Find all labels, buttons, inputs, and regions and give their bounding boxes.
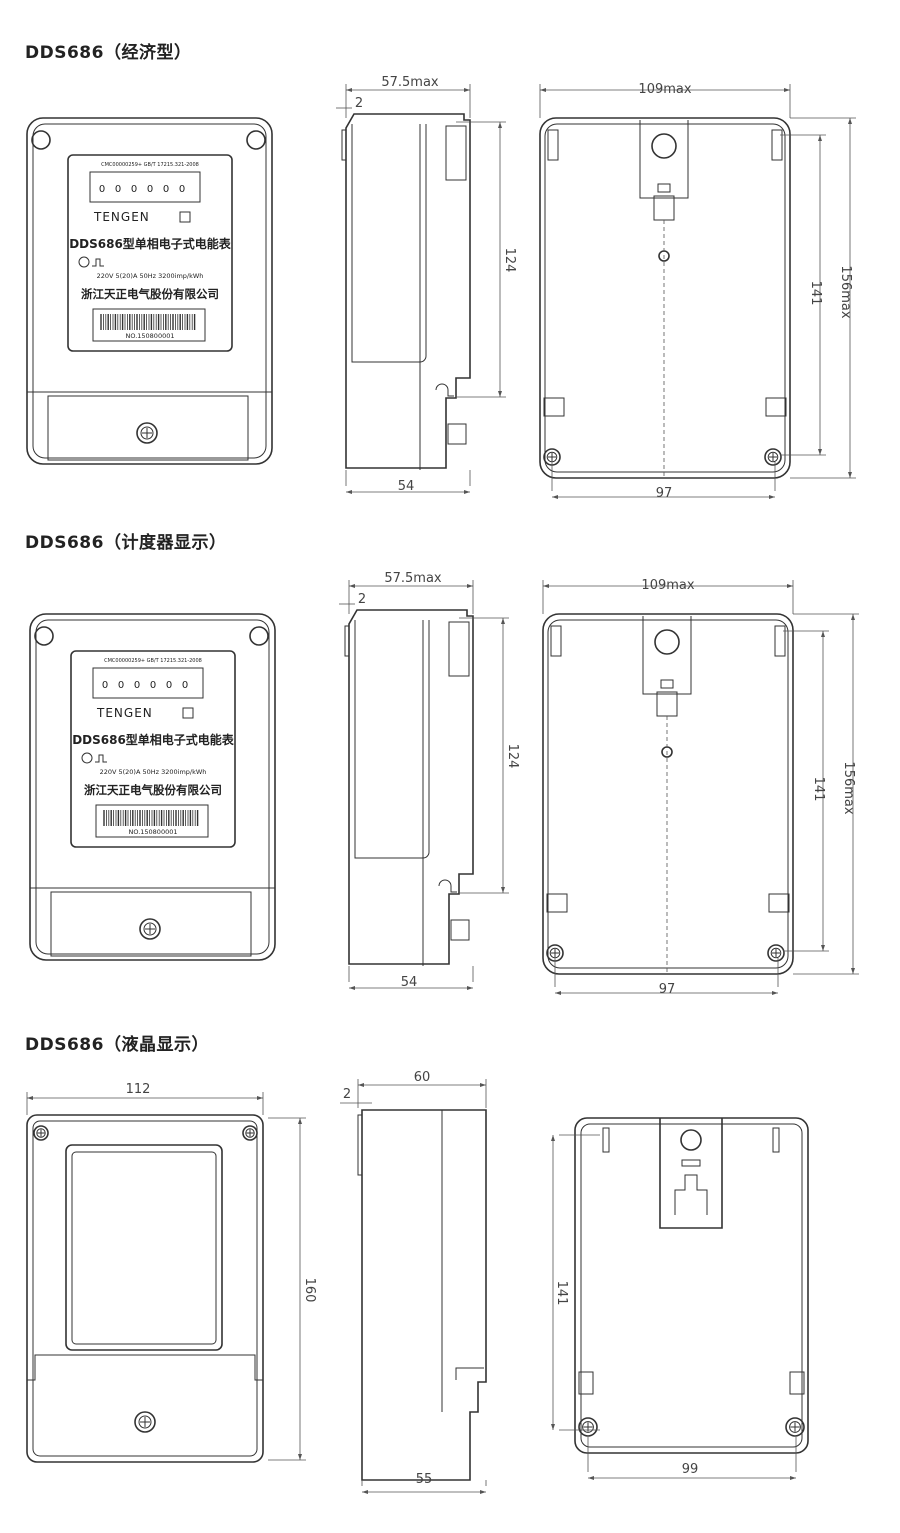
- serial-number: NO.150800001: [125, 332, 174, 340]
- screw-icon: [33, 1125, 49, 1141]
- screw-icon: [785, 1417, 805, 1437]
- standard-line: CMC00000259+ GB/T 17215.321-2008: [104, 658, 202, 664]
- back-view: 109max 141 156max 97: [542, 578, 859, 997]
- back-view: 141 99: [551, 1117, 809, 1480]
- register-digit: 0: [179, 184, 185, 195]
- dimension-mount-width: 97: [656, 486, 673, 501]
- dimension-width-max: 109max: [641, 578, 694, 593]
- dimension-height: 160: [302, 1278, 317, 1303]
- nameplate: [67, 154, 233, 352]
- barcode: [100, 314, 196, 330]
- dimension-width-max: 109max: [638, 82, 691, 97]
- register-digit: 0: [99, 184, 105, 195]
- dimension-height: 124: [502, 248, 517, 273]
- barcode: [103, 810, 199, 826]
- model-name: DDS686型单相电子式电能表: [72, 732, 235, 747]
- screw-icon: [134, 1411, 156, 1433]
- section-title-counter-display: DDS686（计度器显示）: [25, 533, 227, 553]
- dimension-height: 124: [505, 744, 520, 769]
- nameplate: [70, 650, 236, 848]
- dimension-mount-height: 141: [808, 281, 823, 306]
- dimension-height-max: 156max: [841, 761, 856, 814]
- brand-logo-text: TENGEN: [93, 210, 150, 224]
- side-view: 57.5max 2 124 54: [339, 571, 520, 990]
- serial-number: NO.150800001: [128, 828, 177, 836]
- screw-icon: [139, 918, 161, 940]
- dimension-depth: 54: [401, 975, 418, 990]
- screw-icon: [767, 944, 785, 962]
- dimension-offset: 2: [355, 96, 363, 111]
- dimension-width: 60: [414, 1070, 431, 1085]
- back-view: 109max 141 156max 97: [539, 82, 856, 501]
- dimension-mount-width: 99: [682, 1462, 699, 1477]
- ratings: 220V 5(20)A 50Hz 3200imp/kWh: [97, 272, 204, 280]
- register-digit: 0: [182, 680, 188, 691]
- manufacturer: 浙江天正电气股份有限公司: [84, 783, 222, 797]
- section-title-lcd-display: DDS686（液晶显示）: [25, 1035, 209, 1055]
- screw-icon: [242, 1125, 258, 1141]
- dimension-mount-width: 97: [659, 982, 676, 997]
- section-title-economy: DDS686（经济型）: [25, 43, 192, 63]
- register-digit: 0: [102, 680, 108, 691]
- register-digit: 0: [150, 680, 156, 691]
- dimension-depth: 54: [398, 479, 415, 494]
- register-digit: 0: [118, 680, 124, 691]
- dimension-height-max: 156max: [838, 265, 853, 318]
- screw-icon: [578, 1417, 598, 1437]
- dimension-depth: 55: [416, 1472, 433, 1487]
- side-view: 60 2 55: [340, 1070, 487, 1494]
- side-view: 57.5max 2 124 54: [336, 75, 517, 494]
- register-digit: 0: [147, 184, 153, 195]
- register-digit: 0: [115, 184, 121, 195]
- ratings: 220V 5(20)A 50Hz 3200imp/kWh: [100, 768, 207, 776]
- register-digit: 0: [166, 680, 172, 691]
- dimension-mount-height: 141: [811, 777, 826, 802]
- model-name: DDS686型单相电子式电能表: [69, 236, 232, 251]
- front-view: 112 160: [26, 1082, 317, 1463]
- dimension-offset: 2: [343, 1087, 351, 1102]
- brand-logo-text: TENGEN: [96, 706, 153, 720]
- screw-icon: [764, 448, 782, 466]
- register-digit: 0: [134, 680, 140, 691]
- manufacturer: 浙江天正电气股份有限公司: [81, 287, 219, 301]
- standard-line: CMC00000259+ GB/T 17215.321-2008: [101, 162, 199, 168]
- register-digit: 0: [131, 184, 137, 195]
- register-digit: 0: [163, 184, 169, 195]
- dimension-width-max: 57.5max: [384, 571, 442, 586]
- dimension-width-max: 57.5max: [381, 75, 439, 90]
- dimension-offset: 2: [358, 592, 366, 607]
- screw-icon: [136, 422, 158, 444]
- dimension-width: 112: [126, 1082, 151, 1097]
- dimension-mount-height: 141: [554, 1281, 569, 1306]
